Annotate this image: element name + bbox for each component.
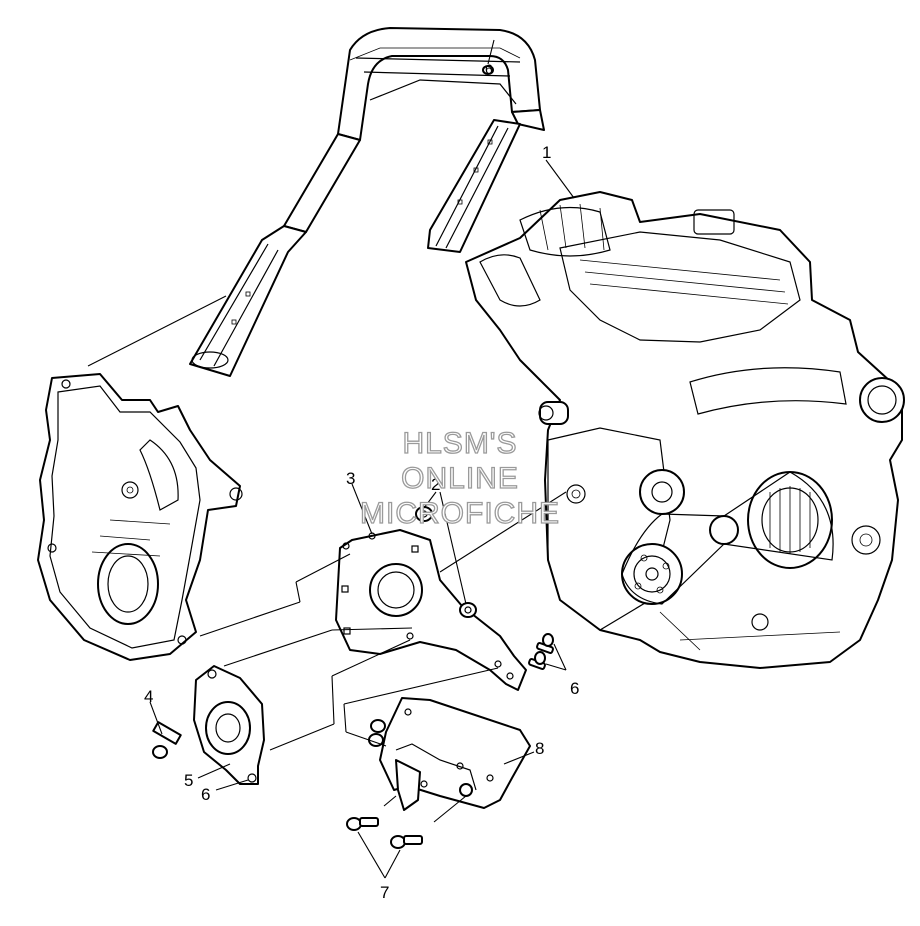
nut-6-top (482, 65, 494, 75)
bolt-4 (152, 721, 182, 759)
callout-5: 5 (184, 771, 194, 790)
leader-lines (87, 39, 575, 879)
primary-cover (37, 373, 243, 661)
bolts-6-right (528, 633, 554, 670)
callout-2: 2 (431, 475, 441, 494)
watermark: HLSM'S ONLINE MICROFICHE (340, 426, 580, 531)
callout-6-top: 6 (485, 61, 493, 77)
watermark-line-2: ONLINE (400, 461, 519, 495)
fasteners (152, 65, 554, 849)
callout-7: 7 (380, 883, 390, 902)
callout-6-left: 6 (201, 785, 211, 804)
callout-6-right: 6 (570, 679, 580, 698)
skid-bracket (379, 697, 531, 811)
engine-assembly (465, 191, 905, 669)
bolts-7 (346, 817, 423, 849)
watermark-line-3: MICROFICHE (359, 496, 560, 530)
callout-3: 3 (346, 469, 356, 488)
mounting-plate (335, 529, 527, 691)
bearing-cover (193, 665, 265, 785)
nut-bracket-upper (370, 719, 386, 733)
callout-1: 1 (542, 143, 552, 162)
watermark-line-1: HLSM'S (402, 426, 518, 460)
callout-8: 8 (535, 739, 545, 758)
nuts-2 (415, 506, 477, 618)
callout-4: 4 (144, 687, 154, 706)
engine-mount-frame (189, 27, 545, 377)
